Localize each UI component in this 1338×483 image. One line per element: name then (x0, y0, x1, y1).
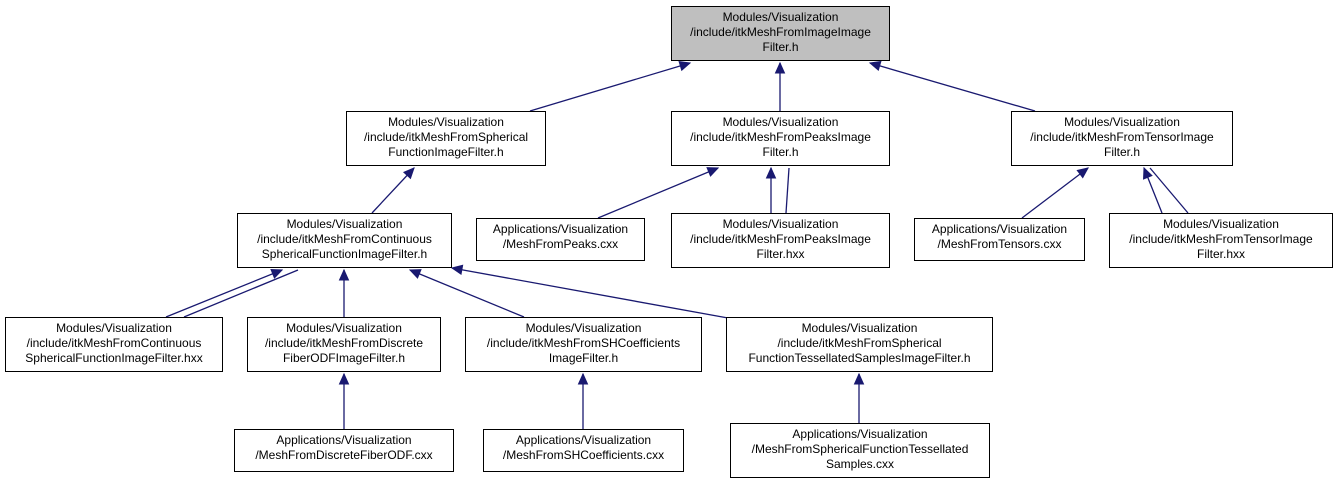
node-itkMeshFromSHCoefficientsImageFilter-h[interactable]: Modules/Visualization /include/itkMeshFr… (465, 317, 702, 372)
arrowhead-peaks-to-root (774, 61, 786, 74)
node-itkMeshFromImageImageFilter-h: Modules/Visualization /include/itkMeshFr… (671, 6, 890, 61)
node-label-line: Modules/Visualization (722, 217, 839, 231)
node-label-line: Applications/Visualization (792, 427, 928, 441)
node-label-line: /include/itkMeshFromContinuous (257, 232, 432, 246)
node-label-line: /include/itkMeshFromContinuous (26, 336, 202, 350)
node-itkMeshFromPeaksImageFilter-hxx[interactable]: Modules/Visualization /include/itkMeshFr… (671, 213, 890, 268)
edge-shcoeff-to-continuous (409, 269, 525, 318)
node-MeshFromSHCoefficients-cxx[interactable]: Applications/Visualization /MeshFromSHCo… (483, 429, 684, 472)
node-label-line: /include/itkMeshFromSpherical (363, 130, 529, 144)
node-label-line: Modules/Visualization (722, 10, 839, 24)
arrowhead-app-shcoeff-to-shcoeff (577, 372, 589, 385)
node-label-line: Modules/Visualization (1064, 115, 1180, 129)
node-label-line: /include/itkMeshFromTensorImage (1129, 232, 1313, 246)
edge-tensor-to-root (869, 62, 1036, 112)
node-itkMeshFromPeaksImageFilter-h[interactable]: Modules/Visualization /include/itkMeshFr… (671, 111, 890, 166)
node-label-line: /MeshFromTensors.cxx (937, 237, 1062, 251)
arrowhead-peaks-hxx-to-peaks (765, 166, 777, 179)
edge-continuous-hxx-to-continuous (165, 269, 283, 318)
node-label-line: /include/itkMeshFromSHCoefficients (486, 336, 681, 350)
arrowhead-tensor-hxx-to-tensor (1143, 166, 1153, 180)
node-label-line: Filter.hxx (756, 247, 805, 261)
node-itkMeshFromTensorImageFilter-h[interactable]: Modules/Visualization /include/itkMeshFr… (1011, 111, 1233, 166)
node-label-line: /MeshFromPeaks.cxx (502, 237, 619, 251)
node-label-line: Modules/Visualization (56, 321, 172, 335)
node-label-line: Modules/Visualization (388, 115, 504, 129)
arrowhead-app-discrete-to-discrete (338, 372, 350, 385)
node-label-line: Applications/Visualization (515, 433, 652, 447)
node-label-line: ImageFilter.h (548, 351, 619, 365)
arrowhead-app-tensors-to-tensor (1076, 167, 1089, 179)
node-label-line: /include/itkMeshFromPeaksImage (690, 130, 871, 144)
arrowhead-tessellated-to-continuous (450, 264, 464, 276)
node-label-line: Modules/Visualization (722, 115, 839, 129)
node-MeshFromTensors-cxx[interactable]: Applications/Visualization /MeshFromTens… (914, 218, 1085, 261)
node-label-line: SphericalFunctionImageFilter.h (261, 247, 428, 261)
node-MeshFromPeaks-cxx[interactable]: Applications/Visualization /MeshFromPeak… (476, 218, 645, 261)
node-itkMeshFromSphericalFunctionImageFilter-h[interactable]: Modules/Visualization /include/itkMeshFr… (346, 111, 546, 166)
node-label-line: Filter.h (762, 145, 799, 159)
node-label-line: Filter.h (762, 40, 799, 54)
node-label-line: Applications/Visualization (931, 222, 1068, 236)
node-label-line: SphericalFunctionImageFilter.hxx (25, 351, 203, 365)
node-label-line: FunctionImageFilter.h (388, 145, 504, 159)
edge-app-tensors-to-tensor (1021, 167, 1089, 219)
arrowhead-continuous-hxx-to-continuous (270, 269, 284, 279)
node-label-line: Filter.hxx (1196, 247, 1245, 261)
node-itkMeshFromSphericalFunctionTessellatedSamplesImageFilter-h[interactable]: Modules/Visualization /include/itkMeshFr… (726, 317, 993, 372)
node-label-line: Modules/Visualization (525, 321, 642, 335)
node-itkMeshFromDiscreteFiberODFImageFilter-h[interactable]: Modules/Visualization /include/itkMeshFr… (247, 317, 441, 372)
node-MeshFromDiscreteFiberODF-cxx[interactable]: Applications/Visualization /MeshFromDisc… (234, 429, 454, 472)
arrowhead-discrete-to-continuous (338, 268, 350, 281)
edge-continuous-to-continuous-hxx (183, 269, 299, 318)
node-label-line: /MeshFromDiscreteFiberODF.cxx (255, 448, 433, 462)
edge-spherical-to-root (529, 62, 691, 112)
arrowhead-app-tessellated-to-tessellated (853, 372, 865, 385)
edge-tessellated-to-continuous (451, 267, 729, 319)
node-label-line: Applications/Visualization (276, 433, 412, 447)
node-label-line: /include/itkMeshFromPeaksImage (690, 232, 871, 246)
node-label-line: FiberODFImageFilter.h (282, 351, 406, 365)
edge-tensor-to-tensor-hxx (1149, 167, 1189, 214)
arrowhead-tensor-to-root (868, 60, 882, 71)
node-label-line: /MeshFromSphericalFunctionTessellated (751, 442, 969, 456)
arrowhead-spherical-to-root (678, 60, 692, 72)
node-label-line: /include/itkMeshFromSpherical (777, 336, 942, 350)
node-itkMeshFromContinuousSphericalFunctionImageFilter-h[interactable]: Modules/Visualization /include/itkMeshFr… (237, 213, 452, 268)
node-label-line: /include/itkMeshFromTensorImage (1030, 130, 1214, 144)
arrowhead-shcoeff-to-continuous (408, 269, 422, 279)
node-itkMeshFromTensorImageFilter-hxx[interactable]: Modules/Visualization /include/itkMeshFr… (1109, 213, 1333, 268)
node-label-line: Modules/Visualization (286, 217, 403, 231)
node-label-line: /MeshFromSHCoefficients.cxx (502, 448, 665, 462)
edge-app-peaks-to-peaks (597, 167, 719, 219)
node-label-line: Modules/Visualization (1163, 217, 1279, 231)
node-label-line: Filter.h (1103, 145, 1140, 159)
node-label-line: Samples.cxx (825, 457, 895, 471)
node-label-line: /include/itkMeshFromDiscrete (264, 336, 424, 350)
node-label-line: /include/itkMeshFromImageImage (690, 25, 871, 39)
arrowhead-continuous-to-spherical (402, 167, 415, 180)
edge-peaks-to-peaks-hxx (785, 167, 790, 214)
node-itkMeshFromContinuousSphericalFunctionImageFilter-hxx[interactable]: Modules/Visualization /include/itkMeshFr… (5, 317, 223, 372)
node-label-line: Applications/Visualization (492, 222, 629, 236)
node-label-line: Modules/Visualization (286, 321, 402, 335)
node-MeshFromSphericalFunctionTessellatedSamples-cxx[interactable]: Applications/Visualization /MeshFromSphe… (730, 423, 990, 478)
arrowhead-app-peaks-to-peaks (706, 167, 720, 177)
node-label-line: Modules/Visualization (801, 321, 918, 335)
node-label-line: FunctionTessellatedSamplesImageFilter.h (748, 351, 971, 365)
